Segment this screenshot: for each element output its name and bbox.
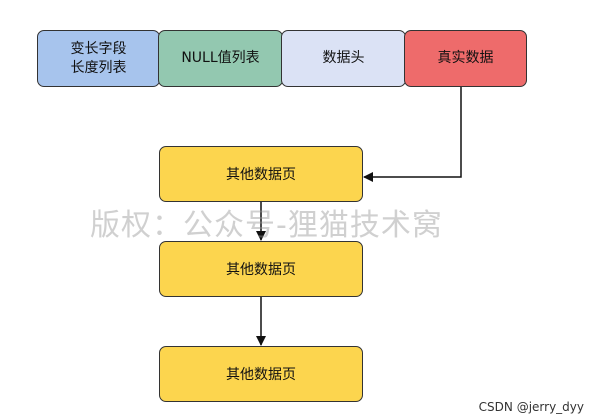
field-label: NULL值列表 [181, 50, 260, 66]
field-real-data: 真实数据 [404, 30, 527, 87]
field-data-header: 数据头 [281, 30, 406, 87]
credit-text: CSDN @jerry_dyy [478, 400, 584, 414]
page-label: 其他数据页 [226, 262, 296, 278]
data-page-3: 其他数据页 [159, 346, 363, 402]
arrow-real-data-to-page-1 [363, 87, 462, 182]
field-label: 真实数据 [437, 50, 494, 66]
field-variable-length-list: 变长字段 长度列表 [37, 30, 160, 87]
data-page-2: 其他数据页 [159, 241, 363, 297]
field-label: 数据头 [322, 50, 365, 66]
data-page-1: 其他数据页 [159, 146, 363, 202]
field-label-line: 变长字段 [70, 40, 127, 57]
field-label-line: 长度列表 [70, 59, 127, 76]
page-label: 其他数据页 [226, 367, 296, 383]
page-label: 其他数据页 [226, 167, 296, 183]
